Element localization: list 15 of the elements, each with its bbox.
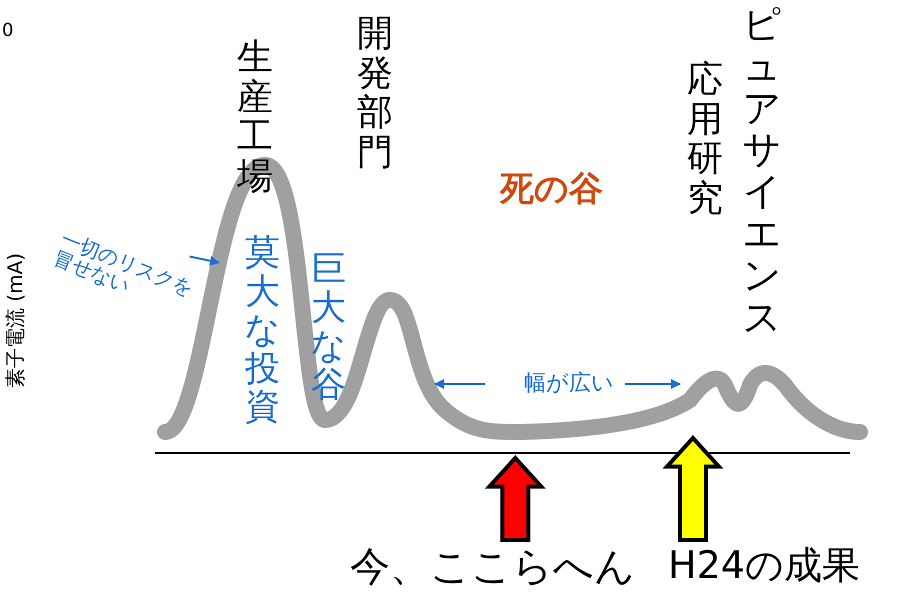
stage-label: 応用研究 (686, 60, 724, 218)
axis-tick-label: 0 (2, 22, 14, 41)
annotation-text: 一切のリスクを冒せない (50, 228, 206, 324)
arrow-caption: H24の成果 (668, 546, 860, 586)
annotation-text: 巨大な谷 (310, 250, 347, 404)
arrow-caption: 今、ここらへん (350, 546, 635, 588)
leader-line (189, 256, 220, 266)
block-arrow (662, 435, 724, 542)
annotation-text: 幅が広い (524, 372, 614, 396)
stage-label: 開発部門 (356, 14, 394, 172)
valley-title: 死の谷 (500, 172, 603, 208)
stage-label: ピュアサイエンス (742, 4, 782, 338)
annotation-text: 莫大な投資 (244, 234, 281, 426)
axis-label: 素子電流 (mA) (5, 252, 26, 388)
block-arrow (484, 455, 546, 542)
